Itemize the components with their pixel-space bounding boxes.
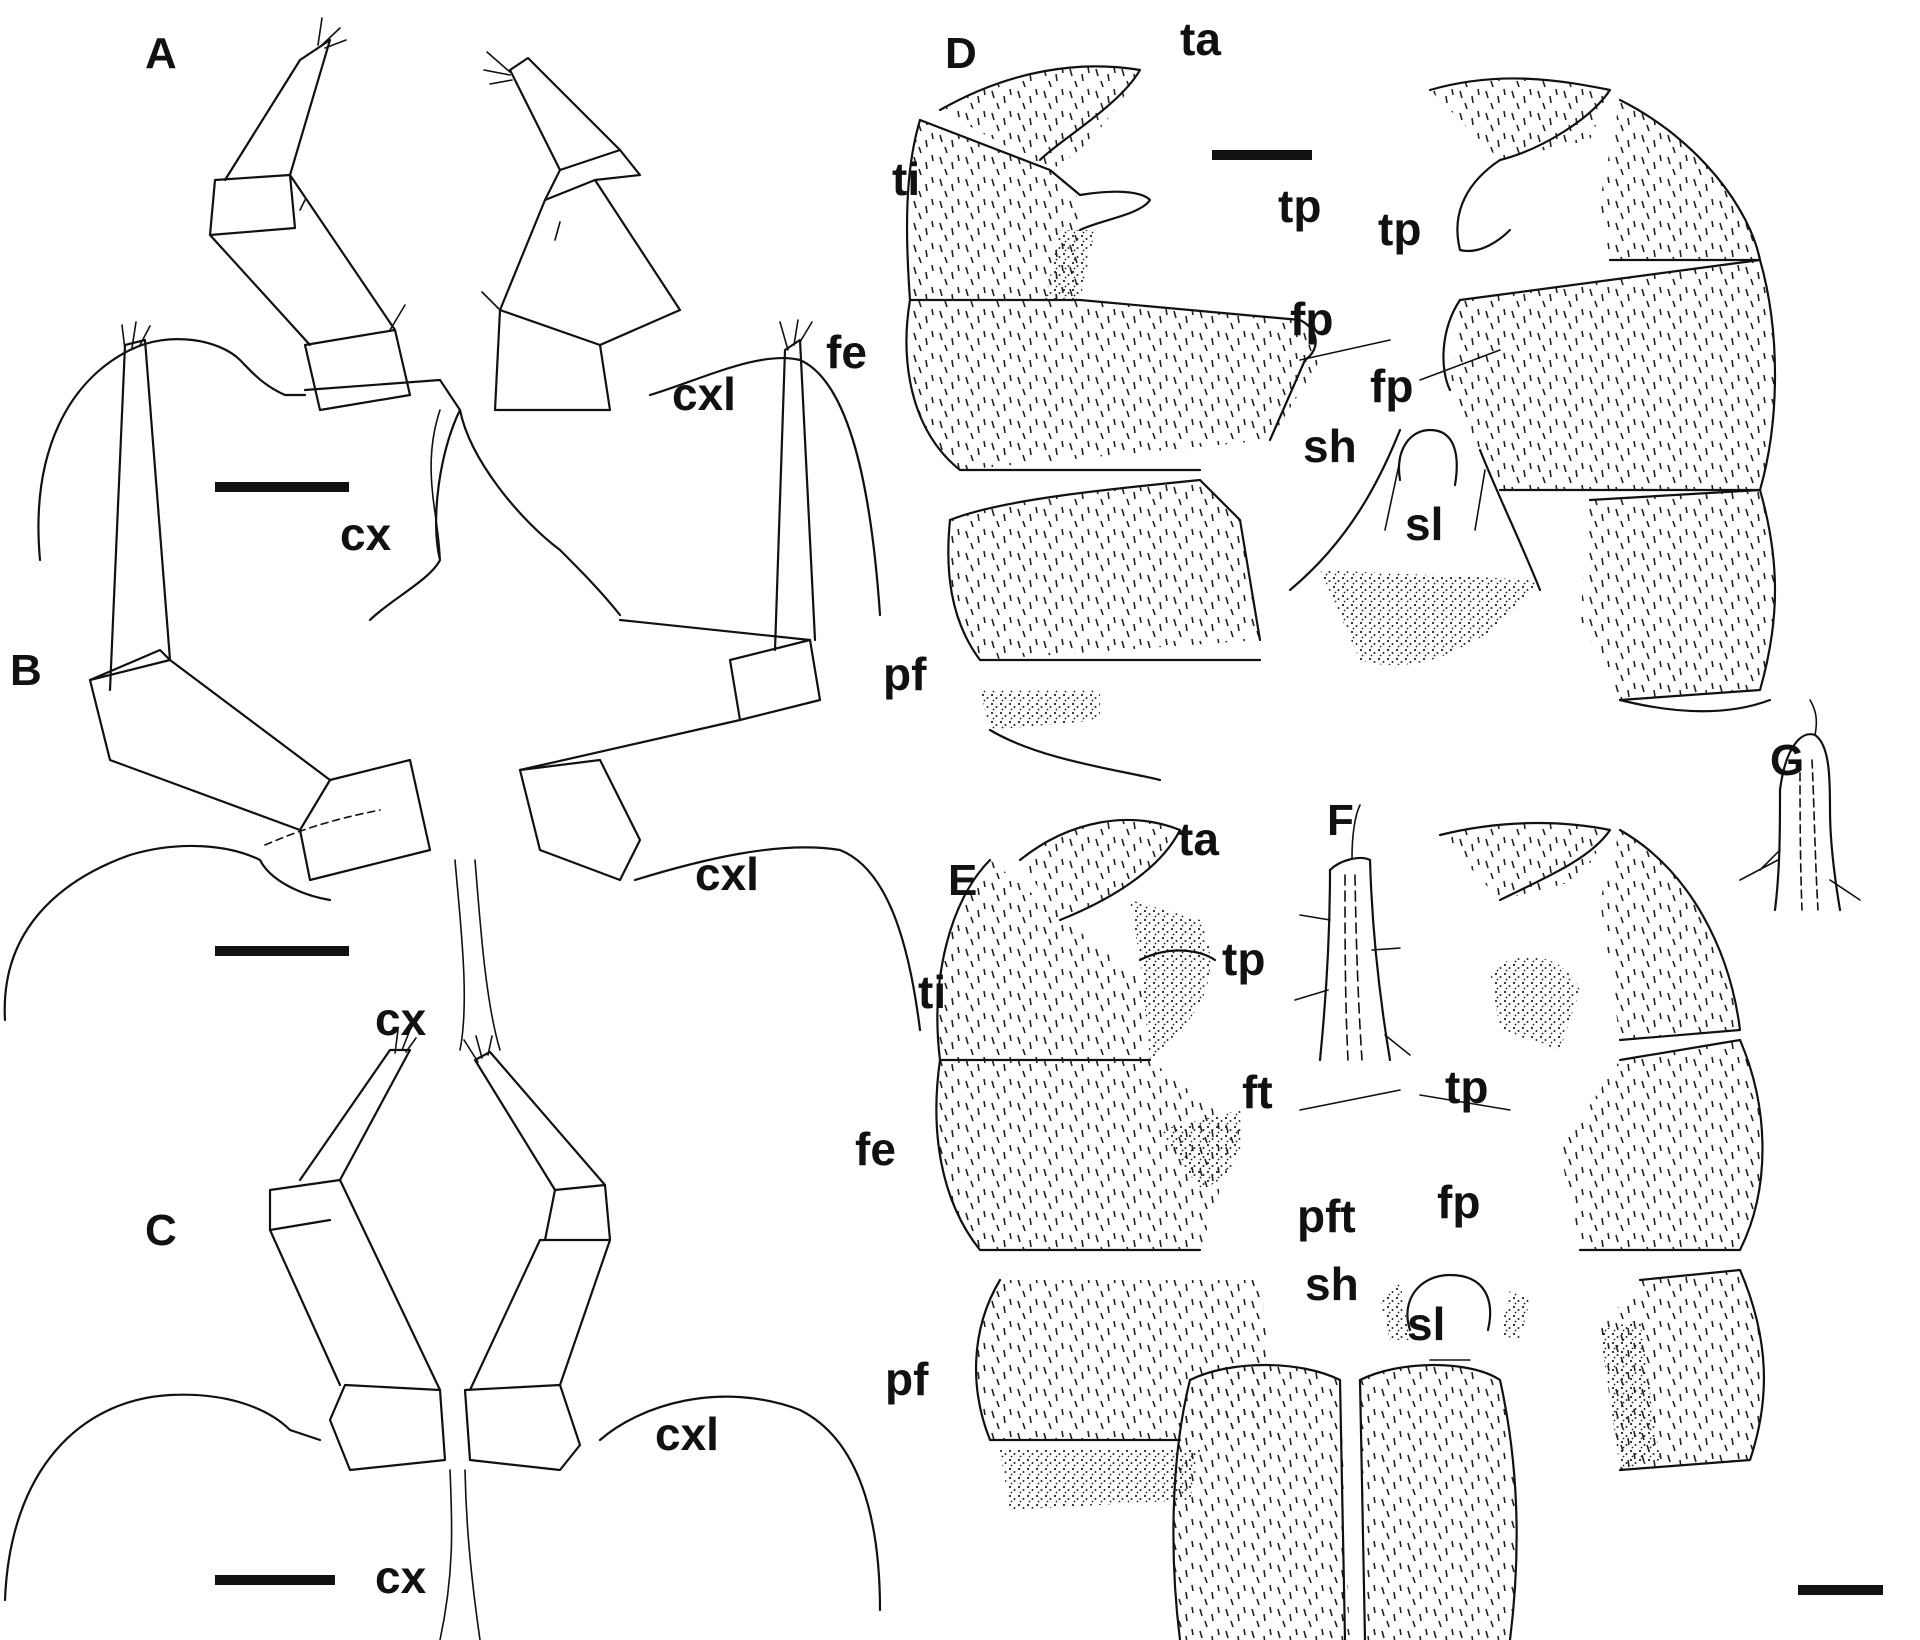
- panel-letter-e: E: [948, 856, 977, 905]
- label-e-tp-left: tp: [1222, 933, 1265, 985]
- label-d-sl: sl: [1405, 498, 1443, 550]
- label-d-sh: sh: [1303, 420, 1357, 472]
- label-d-ti: ti: [892, 153, 920, 205]
- label-e-pft: pft: [1297, 1190, 1356, 1242]
- panel-letter-b: B: [10, 646, 42, 695]
- scale-bar-c: [215, 1575, 335, 1585]
- panel-d-drawing: [905, 65, 1777, 782]
- scale-bar-d: [1212, 150, 1312, 160]
- scale-bar-e: [1798, 1585, 1883, 1595]
- label-d-tp-right: tp: [1378, 203, 1421, 255]
- label-d-ta: ta: [1180, 13, 1221, 65]
- label-d-tp-left: tp: [1278, 180, 1321, 232]
- label-a-cxl: cxl: [672, 368, 736, 420]
- label-c-cx: cx: [375, 1551, 427, 1603]
- label-b-cxl: cxl: [695, 848, 759, 900]
- panel-b-drawing: [3, 319, 922, 1051]
- label-e-ft: ft: [1242, 1066, 1273, 1118]
- scale-bar-b: [215, 946, 349, 956]
- panel-e-drawing: [935, 818, 1766, 1640]
- label-e-fe: fe: [855, 1123, 896, 1175]
- panel-letter-f: F: [1327, 796, 1354, 845]
- scale-bar-a: [215, 482, 349, 492]
- label-d-fp-right: fp: [1370, 360, 1413, 412]
- label-c-cxl: cxl: [655, 1408, 719, 1460]
- label-a-cx: cx: [340, 508, 392, 560]
- label-e-sl: sl: [1407, 1298, 1445, 1350]
- label-e-ti: ti: [918, 966, 946, 1018]
- label-d-fp-left: fp: [1290, 293, 1333, 345]
- panel-a-drawing: [37, 17, 882, 622]
- label-b-cx: cx: [375, 993, 427, 1045]
- panel-c-drawing: [3, 1029, 882, 1640]
- panel-f-drawing: [1294, 804, 1411, 1062]
- label-e-fp: fp: [1437, 1176, 1480, 1228]
- label-e-ta: ta: [1178, 813, 1219, 865]
- label-e-pf: pf: [885, 1353, 929, 1405]
- panel-letter-d: D: [945, 29, 977, 78]
- label-e-tp-right: tp: [1445, 1061, 1488, 1113]
- label-d-pf: pf: [883, 648, 927, 700]
- panel-letter-a: A: [145, 29, 177, 78]
- label-d-fe: fe: [826, 326, 867, 378]
- panel-letter-g: G: [1770, 736, 1804, 785]
- label-e-sh: sh: [1305, 1258, 1359, 1310]
- panel-letter-c: C: [145, 1206, 177, 1255]
- panel-g-drawing: [1739, 699, 1861, 912]
